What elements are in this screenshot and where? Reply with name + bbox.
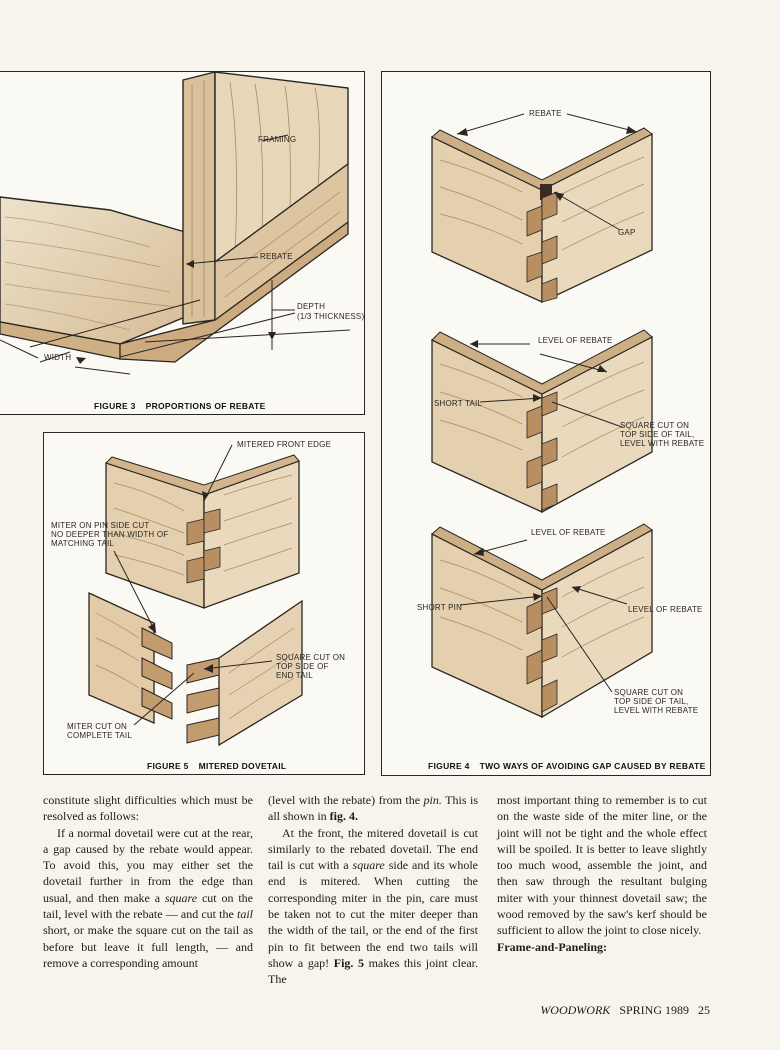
figure-3-title: PROPORTIONS OF REBATE <box>145 401 266 411</box>
miter-pin-label-1: MITER ON PIN SIDE CUT <box>51 521 150 530</box>
miter-pin-label-2: NO DEEPER THAN WIDTH OF <box>51 530 169 539</box>
figure-5-title: MITERED DOVETAIL <box>198 761 287 771</box>
figure-4-joint-bottom <box>431 523 653 719</box>
figure-4-illustration <box>431 113 653 719</box>
figure-3: FRAMING REBATE DEPTH (1/3 THICKNESS) WID… <box>0 71 365 415</box>
figure-3-number: FIGURE 3 <box>94 401 136 411</box>
figure-4-joint-middle <box>431 329 653 514</box>
col2-paragraph-1: (level with the rebate) from the pin. Th… <box>268 793 478 824</box>
col1-paragraph-1: constitute slight difficulties which mus… <box>43 793 253 824</box>
figure-4-joint-top <box>431 127 653 304</box>
square-end-label-1: SQUARE CUT ON <box>276 653 346 662</box>
col3-paragraph-1: most important thing to remember is to c… <box>497 793 707 938</box>
magazine-name: WOODWORK <box>540 1003 611 1017</box>
figure-5-number: FIGURE 5 <box>147 761 189 771</box>
page-footer: WOODWORK SPRING 1989 25 <box>540 1003 710 1018</box>
square-cut-2-label-2: TOP SIDE OF TAIL, <box>614 697 689 706</box>
figure-5-illustration <box>88 444 303 747</box>
page-number: 25 <box>698 1003 710 1017</box>
framing-label: FRAMING <box>258 135 297 144</box>
text-column-3: most important thing to remember is to c… <box>497 792 707 955</box>
rebate-top-label: REBATE <box>529 109 562 118</box>
short-pin-label: SHORT PIN <box>417 603 463 612</box>
text-column-1: constitute slight difficulties which mus… <box>43 792 253 971</box>
miter-complete-label-2: COMPLETE TAIL <box>67 731 132 740</box>
text-column-2: (level with the rebate) from the pin. Th… <box>268 792 478 988</box>
col2-paragraph-2: At the front, the mitered dovetail is cu… <box>268 825 478 987</box>
figure-4-caption: FIGURE 4 TWO WAYS OF AVOIDING GAP CAUSED … <box>428 761 706 771</box>
miter-pin-label-3: MATCHING TAIL <box>51 539 115 548</box>
width-label: WIDTH <box>44 353 72 362</box>
figure-4-number: FIGURE 4 <box>428 761 470 771</box>
level-of-rebate-label-1: LEVEL OF REBATE <box>538 336 613 345</box>
rebate-label: REBATE <box>260 252 293 261</box>
section-heading-frame-and-paneling: Frame-and-Paneling: <box>497 939 607 954</box>
square-cut-2-label-1: SQUARE CUT ON <box>614 688 684 697</box>
square-cut-1-label-1: SQUARE CUT ON <box>620 421 690 430</box>
col1-paragraph-2: If a normal dovetail were cut at the rea… <box>43 825 253 970</box>
figure-4: REBATE GAP LEVEL OF REBATE SHORT TAIL SQ… <box>381 71 711 776</box>
figure-3-illustration <box>0 72 351 375</box>
issue-date: SPRING 1989 <box>619 1003 689 1017</box>
miter-complete-label-1: MITER CUT ON <box>67 722 128 731</box>
level-of-rebate-label-3: LEVEL OF REBATE <box>628 605 703 614</box>
square-end-label-3: END TAIL <box>276 671 313 680</box>
square-end-label-2: TOP SIDE OF <box>276 662 329 671</box>
mitered-front-edge-label: MITERED FRONT EDGE <box>237 440 332 449</box>
figure-5: MITERED FRONT EDGE MITER ON PIN SIDE CUT… <box>43 432 365 775</box>
gap-label: GAP <box>618 228 636 237</box>
square-cut-1-label-2: TOP SIDE OF TAIL, <box>620 430 695 439</box>
square-cut-1-label-3: LEVEL WITH REBATE <box>620 439 705 448</box>
short-tail-label: SHORT TAIL <box>434 399 483 408</box>
level-of-rebate-label-2: LEVEL OF REBATE <box>531 528 606 537</box>
figure-4-title: TWO WAYS OF AVOIDING GAP CAUSED BY REBAT… <box>479 761 706 771</box>
figure-5-caption: FIGURE 5 MITERED DOVETAIL <box>147 761 286 771</box>
depth-label: DEPTH <box>297 302 326 311</box>
square-cut-2-label-3: LEVEL WITH REBATE <box>614 706 699 715</box>
depth-note-label: (1/3 THICKNESS) <box>297 312 365 321</box>
figure-3-caption: FIGURE 3 PROPORTIONS OF REBATE <box>94 401 266 411</box>
